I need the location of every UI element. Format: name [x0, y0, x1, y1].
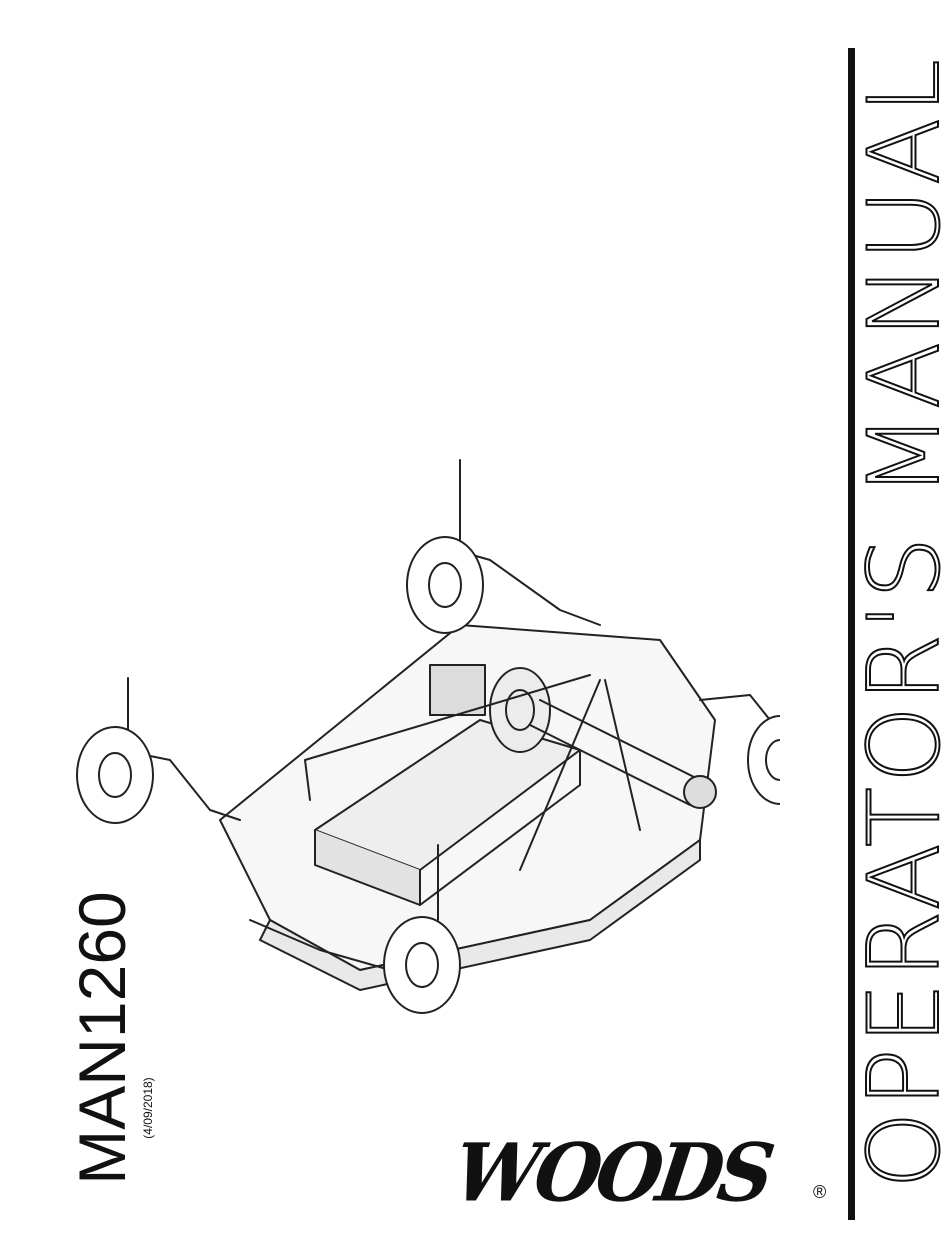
manual-title: OPERATOR'S MANUAL: [848, 55, 950, 1188]
caster-wheel-rear-right: [748, 670, 780, 804]
drive-pulley: [490, 668, 550, 752]
title-rule: [848, 48, 855, 1220]
gearbox: [430, 665, 485, 715]
brand-logo: WOODS ®: [455, 1132, 840, 1214]
registered-mark: ®: [813, 1182, 826, 1203]
caster-wheel-front-left: [77, 678, 153, 823]
revision-date: (4/09/2018): [141, 1077, 155, 1138]
brand-wordmark: WOODS: [449, 1130, 775, 1216]
caster-wheel-front-right: [407, 460, 483, 633]
mower-illustration: [60, 450, 780, 1030]
pto-coupler: [684, 776, 716, 808]
